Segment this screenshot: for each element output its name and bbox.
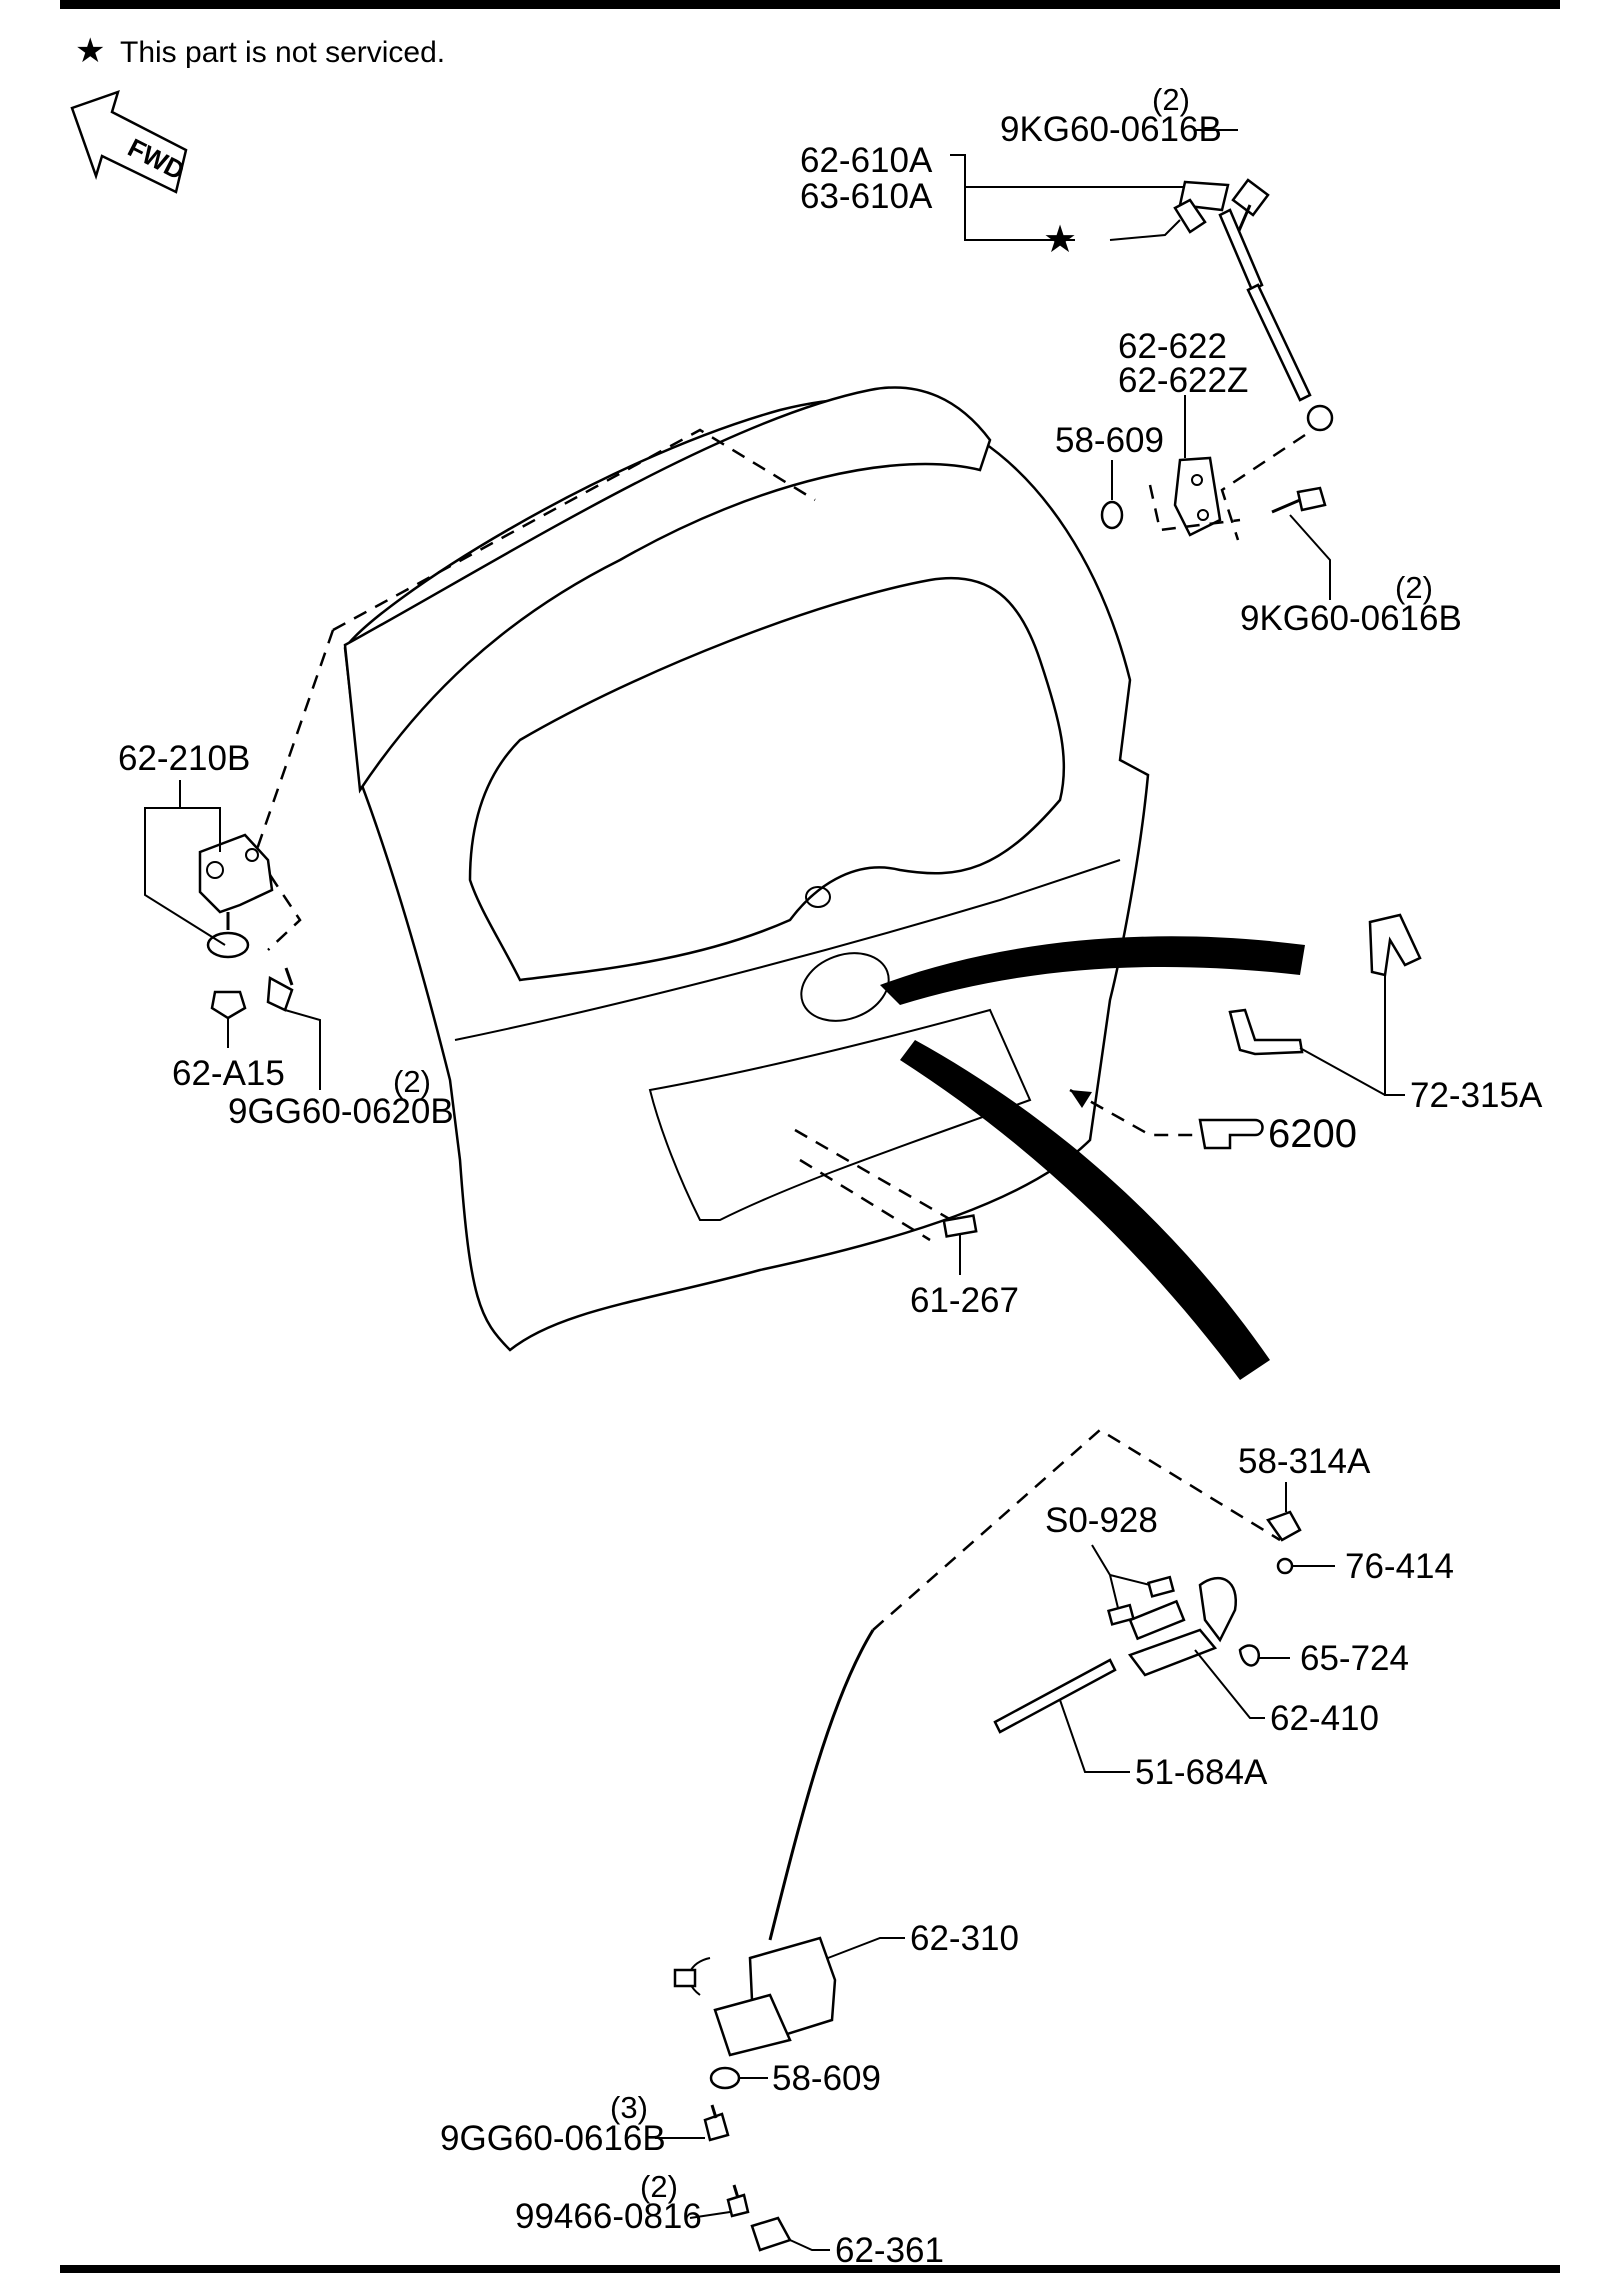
- label-62-210b: 62-210B: [118, 739, 250, 778]
- label-61-267: 61-267: [910, 1281, 1019, 1320]
- star-marker-icon: ★: [1043, 219, 1077, 261]
- bolt-9gg60-0616b: [703, 2104, 730, 2142]
- washer-58-609-bottom: [709, 2066, 741, 2090]
- switch-58-314a: [1266, 1510, 1302, 1542]
- liftgate-body: [343, 386, 1150, 1352]
- spring-65-724: [1238, 1644, 1261, 1667]
- bottom-border: [60, 2265, 1560, 2273]
- label-9kg60-0616b-top: 9KG60-0616B: [1000, 110, 1222, 149]
- callout-band-lower: [900, 1040, 1270, 1380]
- bracket-62-622: [1173, 456, 1222, 537]
- label-72-315a: 72-315A: [1410, 1076, 1543, 1115]
- clip-s0-928-b: [1106, 1603, 1135, 1626]
- label-99466-0816: 99466-0816: [515, 2197, 702, 2236]
- clip-s0-928-a: [1146, 1575, 1175, 1598]
- label-62-610a: 62-610A: [800, 141, 933, 180]
- latch-62-310: [673, 1936, 837, 2057]
- qty-9gg60-0616b: (3): [610, 2090, 648, 2125]
- top-border: [60, 0, 1560, 9]
- hand-pointer-icon: [1198, 1118, 1264, 1150]
- hinge-62-210b: [198, 833, 274, 930]
- washer-58-609-top: [1100, 500, 1124, 530]
- label-62-361: 62-361: [835, 2231, 944, 2270]
- label-58-314a: 58-314A: [1238, 1442, 1371, 1481]
- label-58-609-bottom: 58-609: [772, 2059, 881, 2098]
- label-62-a15: 62-A15: [172, 1054, 285, 1093]
- label-9gg60-0620b: 9GG60-0620B: [228, 1092, 454, 1131]
- handle-72-315a: [1228, 913, 1422, 1056]
- ring-76-414: [1276, 1557, 1294, 1575]
- label-s0-928: S0-928: [1045, 1501, 1158, 1540]
- plug-61-267: [942, 1214, 978, 1238]
- label-63-610a: 63-610A: [800, 177, 933, 216]
- label-62-410: 62-410: [1270, 1699, 1379, 1738]
- bolt-9kg60-mid: [1271, 486, 1327, 514]
- handle-62-410: [1127, 1576, 1238, 1677]
- label-6200: 6200: [1268, 1112, 1357, 1156]
- nut-62-a15: [210, 990, 247, 1020]
- qty-9gg60-0620b: (2): [393, 1064, 431, 1099]
- label-9kg60-0616b-mid: 9KG60-0616B: [1240, 599, 1462, 638]
- label-62-622: 62-622: [1118, 327, 1227, 366]
- rod-51-684a: [993, 1658, 1117, 1734]
- fwd-arrow-icon: FWD: [70, 90, 189, 194]
- qty-9kg60-mid: (2): [1395, 570, 1433, 605]
- label-62-310: 62-310: [910, 1919, 1019, 1958]
- gas-strut: [1173, 178, 1334, 432]
- qty-9kg60-top: (2): [1152, 82, 1190, 117]
- label-62-622z: 62-622Z: [1118, 361, 1248, 400]
- callout-band-upper: [880, 936, 1305, 1005]
- label-65-724: 65-724: [1300, 1639, 1409, 1678]
- note-text: This part is not serviced.: [120, 36, 445, 69]
- bolt-9gg60-0620b: [266, 967, 294, 1012]
- qty-99466-0816: (2): [640, 2169, 678, 2204]
- label-76-414: 76-414: [1345, 1547, 1454, 1586]
- label-58-609-top: 58-609: [1055, 421, 1164, 460]
- note-star-icon: ★: [75, 32, 105, 70]
- label-51-684a: 51-684A: [1135, 1753, 1268, 1792]
- label-9gg60-0616b: 9GG60-0616B: [440, 2119, 666, 2158]
- bracket-62-361: [750, 2216, 792, 2252]
- bolt-99466-0816: [726, 2184, 750, 2218]
- gasket-62-210b: [206, 931, 250, 959]
